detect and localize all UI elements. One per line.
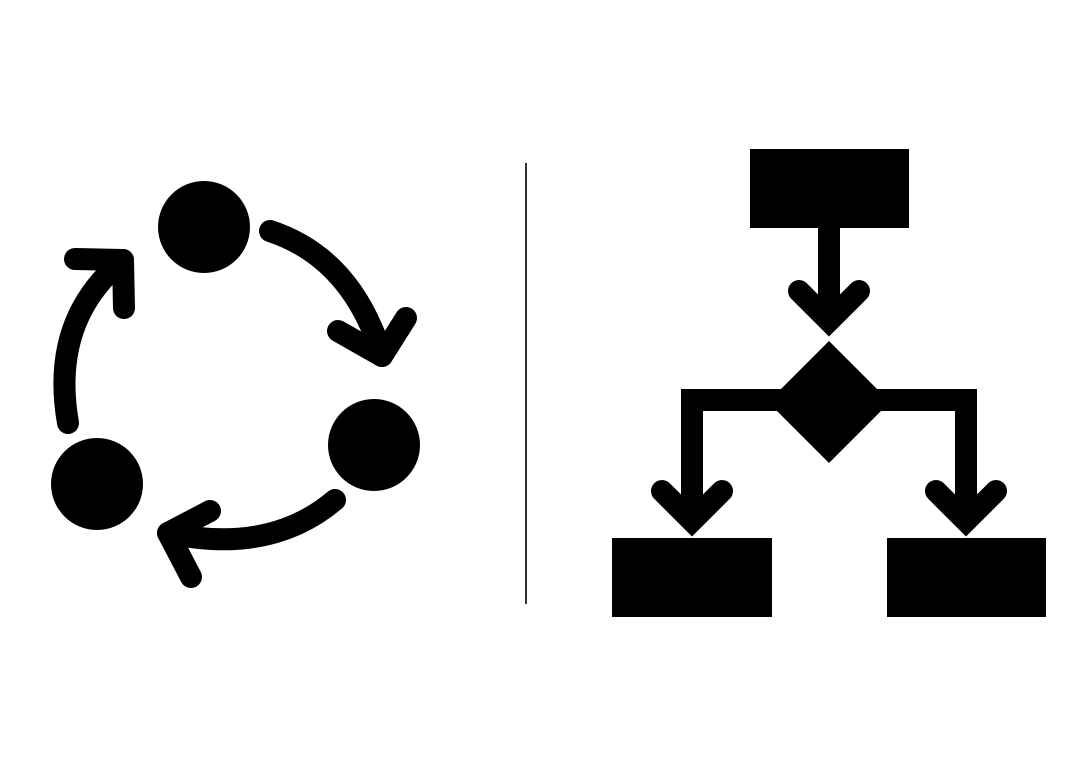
cycle-arrow-top-to-right [259,220,393,367]
flowchart-arrowhead-left [651,480,733,537]
cycle-node-top [158,181,250,273]
cycle-arrow-right-to-left [157,489,346,551]
cycle-node-left [51,438,143,530]
flowchart-arrowhead-down [788,280,870,337]
cycle-icon [51,181,420,588]
cycle-arrow-left-to-top [53,249,134,434]
flowchart-arrowhead-right [925,480,1007,537]
flowchart-top-box [750,149,909,228]
cycle-node-right [328,399,420,491]
flowchart-bottom-right-box [887,538,1046,617]
cycle-arrowhead-top [64,248,135,319]
flowchart-bottom-left-box [612,538,772,617]
cycle-arrowhead-right [327,307,417,367]
flowchart-icon [612,149,1046,617]
cycle-arrowhead-left [157,500,221,588]
